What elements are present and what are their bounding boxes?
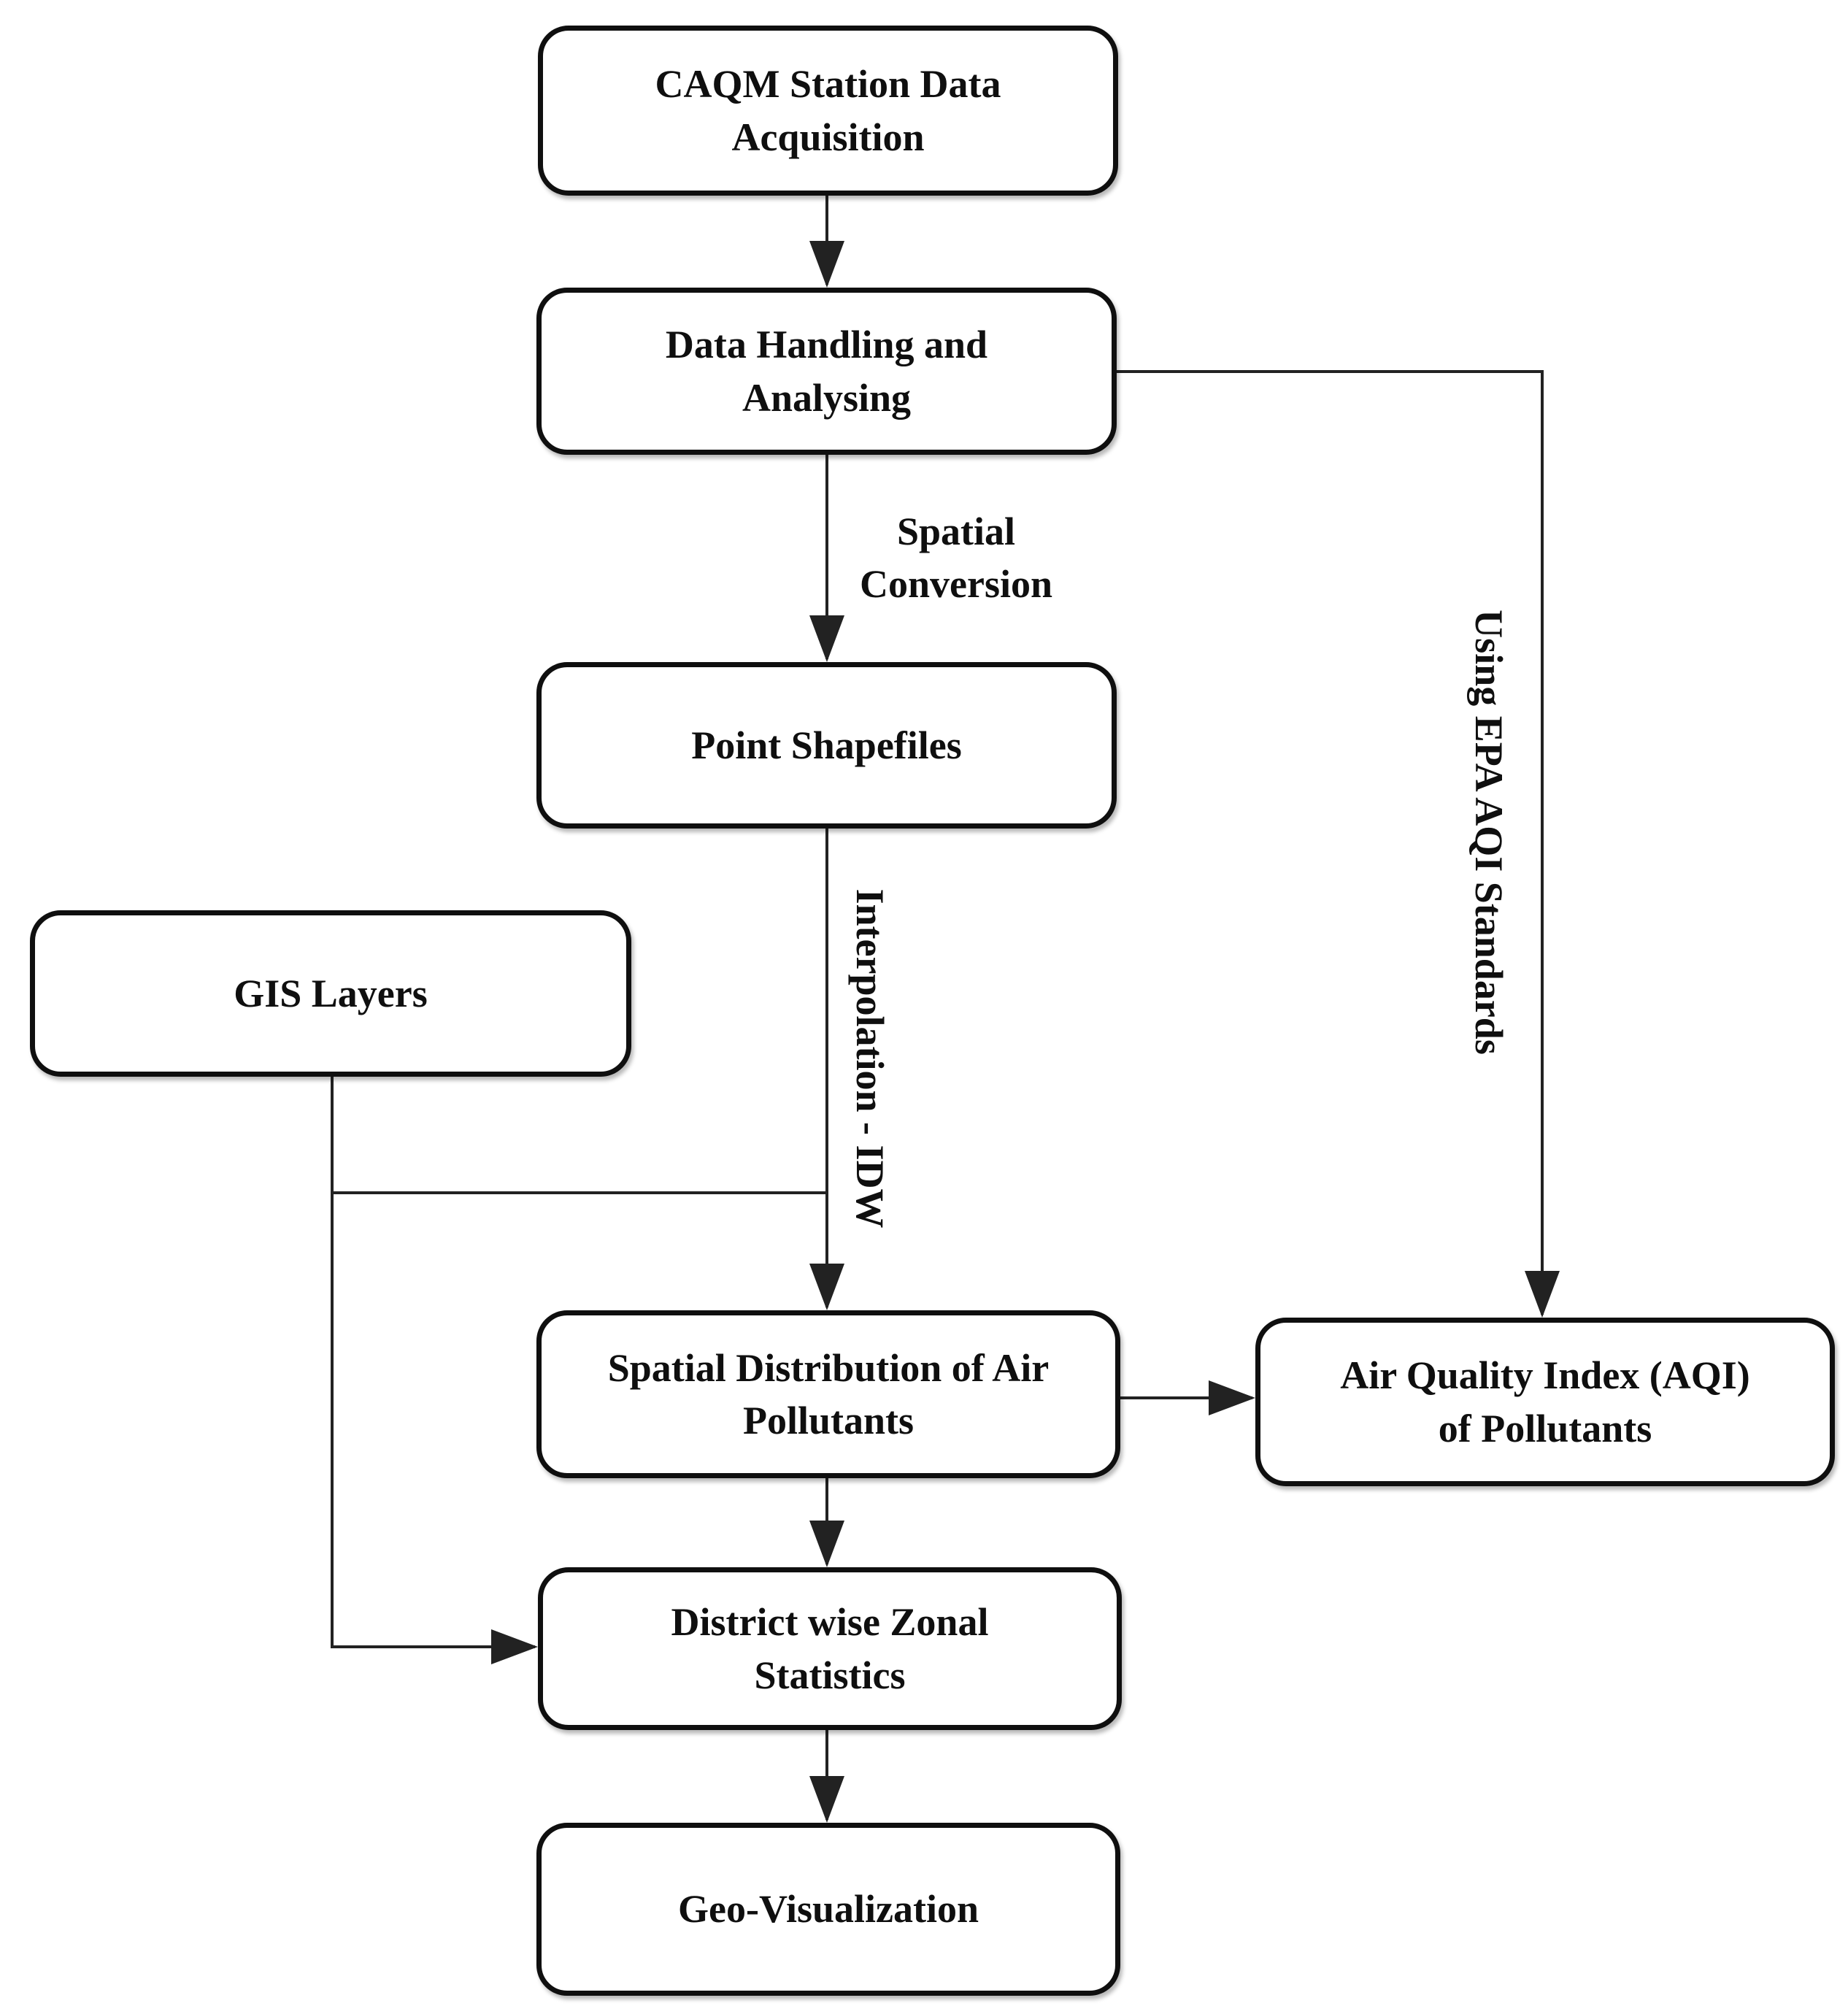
- edge-label-line: Conversion: [859, 561, 1052, 606]
- node-label-line: Analysing: [742, 375, 912, 420]
- edge-label-interpolation-idw: Interpolation - IDW: [848, 888, 892, 1229]
- node-caqm-station-data-acquisition: CAQM Station Data Acquisition: [538, 26, 1118, 196]
- node-label-line: Pollutants: [742, 1399, 915, 1442]
- node-geo-visualization: Geo-Visualization: [536, 1823, 1120, 1996]
- node-label-line: Data Handling and: [665, 323, 988, 367]
- node-air-quality-index-pollutants: Air Quality Index (AQI) of Pollutants: [1255, 1318, 1835, 1486]
- node-gis-layers: GIS Layers: [30, 910, 631, 1077]
- node-label-line: Air Quality Index (AQI): [1340, 1353, 1750, 1398]
- node-label-line: Acquisition: [731, 115, 925, 159]
- node-label-line: Point Shapefiles: [691, 723, 962, 767]
- edge-data-handling-to-aqi: [1117, 370, 1560, 1318]
- edge-label-line: Spatial: [896, 510, 1016, 553]
- node-data-handling-analysing: Data Handling and Analysing: [536, 288, 1117, 455]
- node-point-shapefiles: Point Shapefiles: [536, 662, 1117, 829]
- node-label-line: CAQM Station Data: [655, 62, 1001, 107]
- node-label-line: Statistics: [754, 1653, 906, 1697]
- edge-label-using-epa-aqi-standards: Using EPA AQI Standards: [1467, 610, 1511, 1055]
- node-label-line: Spatial Distribution of Air: [607, 1345, 1050, 1390]
- node-label-line: of Pollutants: [1438, 1406, 1652, 1450]
- node-spatial-distribution-air-pollutants: Spatial Distribution of Air Pollutants: [536, 1310, 1120, 1478]
- node-label-line: Geo-Visualization: [678, 1887, 979, 1932]
- node-label-line: District wise Zonal: [671, 1600, 989, 1645]
- edge-gis-layers-to-district-stats: [331, 1077, 538, 1664]
- edge-label-spatial-conversion: Spatial Conversion: [836, 506, 1077, 611]
- node-district-wise-zonal-statistics: District wise Zonal Statistics: [538, 1567, 1122, 1730]
- node-label-line: GIS Layers: [234, 971, 428, 1015]
